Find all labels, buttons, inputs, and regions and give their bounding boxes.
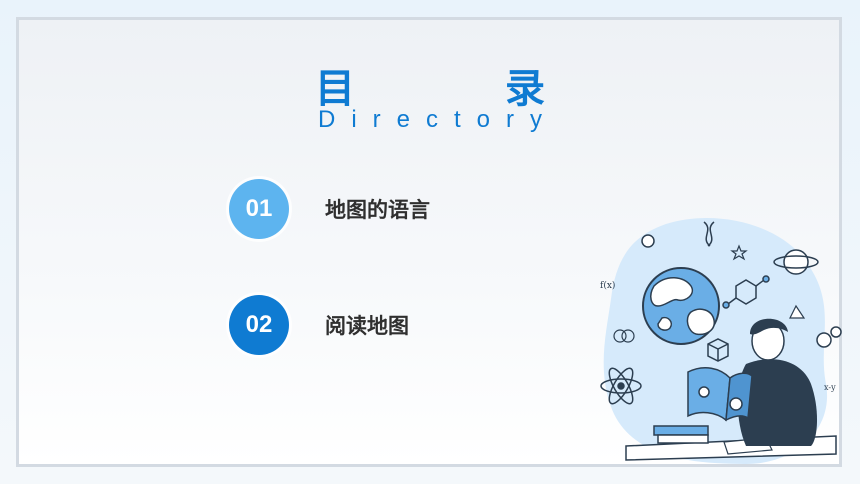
title-char-1: 目: [315, 66, 355, 112]
star-icon: [730, 244, 748, 261]
open-book-icon: [687, 366, 753, 422]
formula-text: f(x): [600, 280, 615, 291]
triangle-icon: [789, 304, 806, 319]
planet-icon: [773, 249, 819, 275]
reading-student-illustration: f(x) x-y: [600, 217, 842, 464]
books-icon: [653, 425, 709, 444]
hand: [698, 386, 710, 398]
toc-item-label: 地图的语言: [325, 198, 430, 222]
atom-icon: [600, 367, 642, 405]
clock-icon: [641, 234, 655, 248]
dna-icon: [703, 221, 715, 247]
toc-number-badge: 01: [229, 179, 289, 239]
molecule-icon: [722, 275, 770, 309]
directory-title-cn: 目录: [0, 56, 860, 114]
venn-icon: [613, 329, 635, 343]
hand: [729, 397, 743, 411]
person-head: [750, 318, 788, 361]
toc-item-label: 阅读地图: [325, 314, 409, 338]
directory-title-en: Directory: [317, 106, 558, 133]
globe-icon: [642, 267, 720, 345]
toc-item-2[interactable]: 02 阅读地图: [229, 295, 409, 355]
toc-number-badge: 02: [229, 295, 289, 355]
gear-icon: [816, 326, 842, 348]
title-char-2: 录: [505, 66, 545, 112]
formula-text: x-y: [824, 383, 836, 392]
toc-item-1[interactable]: 01 地图的语言: [229, 179, 430, 239]
cube-icon: [707, 338, 729, 362]
person-body: [737, 359, 818, 446]
